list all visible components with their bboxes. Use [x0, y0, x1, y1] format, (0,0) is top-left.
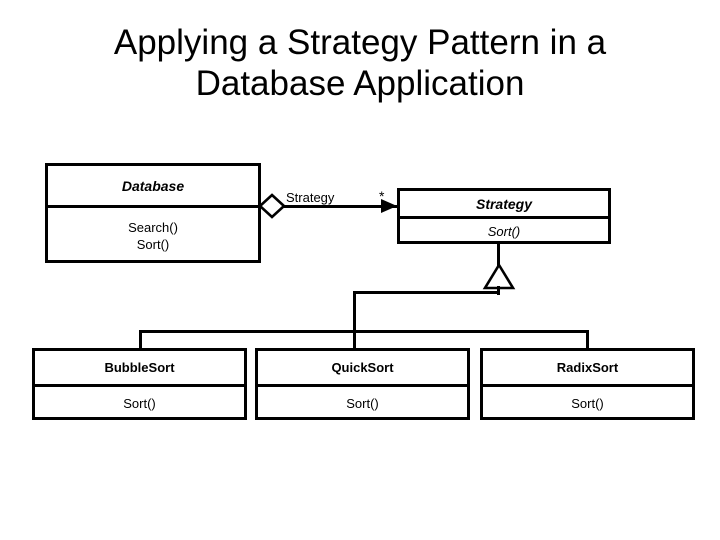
uml-class-strategy-divider: [400, 216, 608, 219]
association-line: [275, 205, 397, 208]
uml-class-database-operations: Search() Sort(): [48, 208, 258, 263]
uml-class-strategy-name: Strategy: [475, 195, 533, 212]
uml-operation-sort: Sort(): [136, 236, 170, 252]
aggregation-diamond-icon: [258, 193, 286, 219]
association-arrowhead-icon: [381, 199, 397, 213]
uml-class-quicksort-name: QuickSort: [331, 360, 394, 375]
uml-class-radixsort-operations: Sort(): [483, 387, 692, 420]
uml-class-radixsort[interactable]: RadixSort Sort(): [480, 348, 695, 420]
generalization-bus-drop: [353, 291, 356, 333]
uml-class-bubblesort-operations: Sort(): [35, 387, 244, 420]
uml-operation-sort: Sort(): [123, 396, 156, 411]
uml-class-quicksort-operations: Sort(): [258, 387, 467, 420]
association-label: Strategy: [286, 190, 335, 205]
generalization-drop-radixsort: [586, 330, 589, 350]
generalization-stem-bottom: [497, 286, 500, 295]
generalization-drop-bubblesort: [139, 330, 142, 350]
page-title: Applying a Strategy Pattern in a Databas…: [113, 23, 607, 103]
uml-class-bubblesort-name: BubbleSort: [104, 360, 175, 375]
generalization-stem-top: [497, 244, 500, 266]
uml-class-bubblesort-divider: [35, 384, 244, 387]
uml-class-database[interactable]: Database Search() Sort(): [45, 163, 261, 263]
uml-class-strategy[interactable]: Strategy Sort(): [397, 188, 611, 244]
uml-operation-sort: Sort(): [346, 396, 379, 411]
uml-class-database-divider: [48, 205, 258, 208]
uml-operation-sort: Sort(): [571, 396, 604, 411]
uml-class-bubblesort[interactable]: BubbleSort Sort(): [32, 348, 247, 420]
uml-class-strategy-operations: Sort(): [400, 219, 608, 244]
uml-class-radixsort-name: RadixSort: [556, 360, 619, 375]
uml-class-radixsort-divider: [483, 384, 692, 387]
uml-operation-sort: Sort(): [487, 224, 521, 239]
uml-class-quicksort[interactable]: QuickSort Sort(): [255, 348, 470, 420]
uml-class-quicksort-divider: [258, 384, 467, 387]
association-multiplicity: *: [379, 188, 385, 204]
generalization-bus-upper: [353, 291, 500, 294]
generalization-drop-quicksort: [353, 330, 356, 350]
generalization-bus-main: [139, 330, 589, 333]
uml-class-database-name: Database: [121, 177, 185, 194]
uml-operation-search: Search(): [128, 219, 178, 235]
